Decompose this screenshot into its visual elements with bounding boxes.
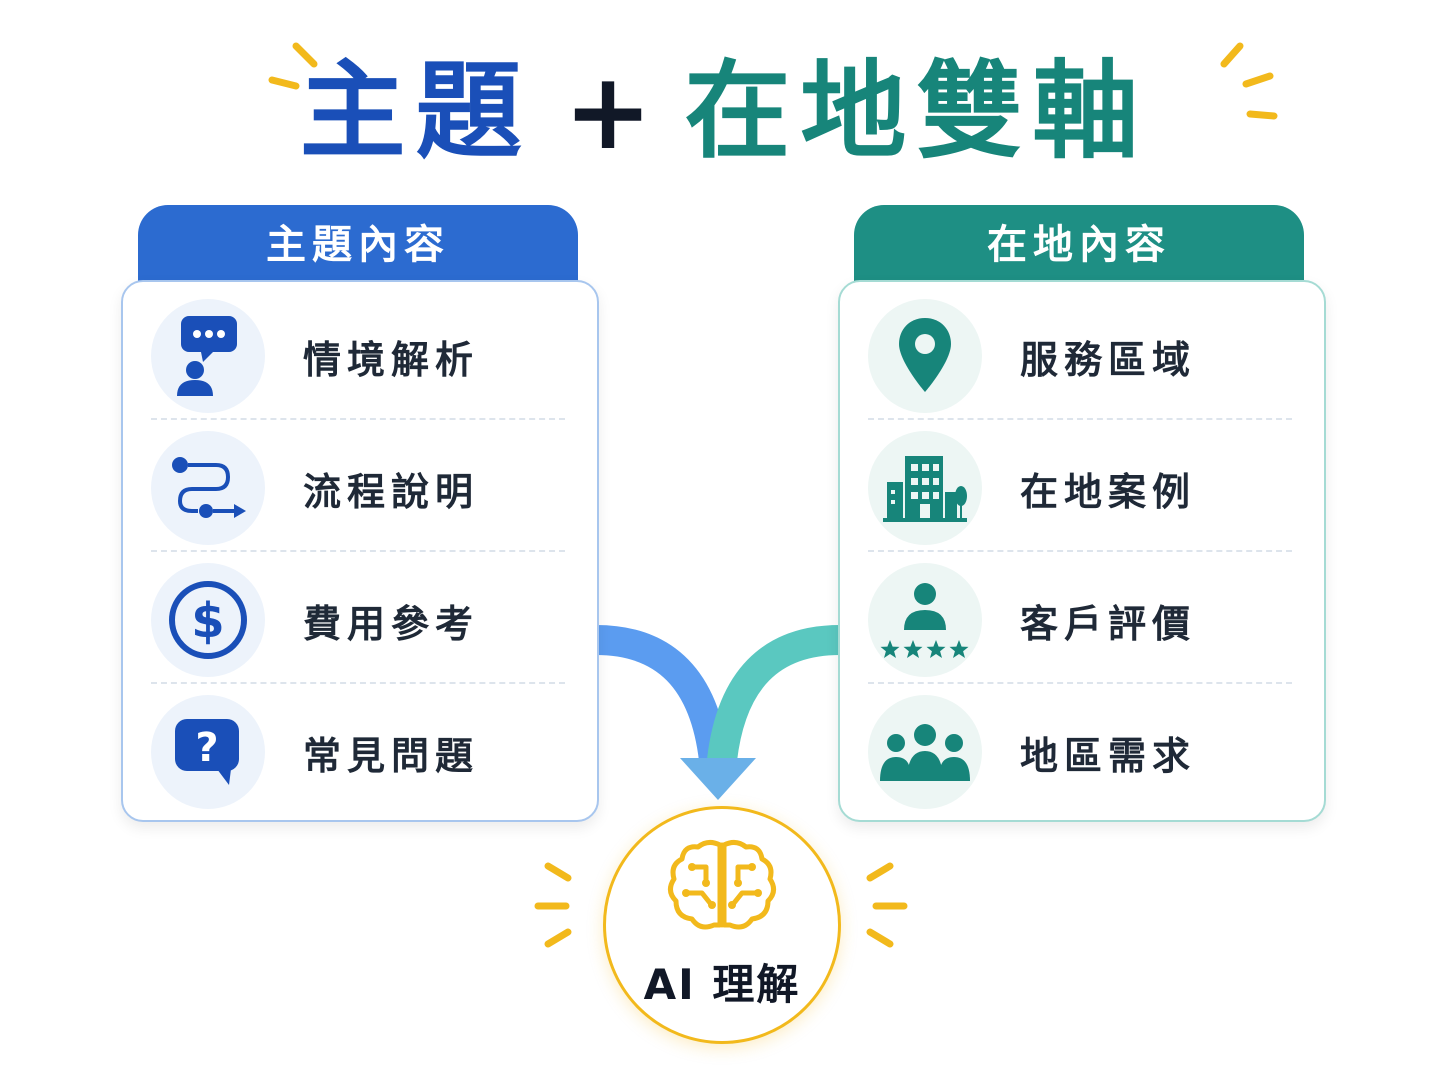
title-plus: + — [563, 50, 653, 173]
list-item-label: 流程說明 — [303, 469, 480, 514]
theme-content-panel: 情境解析 流程說明 $ 費用參考 — [121, 280, 599, 822]
divider — [151, 418, 565, 420]
list-item-label: 常見問題 — [303, 733, 480, 778]
location-pin-icon — [868, 299, 982, 413]
arrow-left-curve — [595, 625, 729, 762]
list-item-label: 情境解析 — [303, 337, 480, 382]
list-item-scenario-analysis: 情境解析 — [151, 290, 565, 422]
brain-circuit-icon — [668, 839, 776, 930]
divider — [868, 418, 1292, 420]
arrow-right-curve — [707, 625, 841, 762]
list-item-regional-needs: 地區需求 — [868, 686, 1292, 818]
process-flow-icon — [151, 431, 265, 545]
question-icon: ? — [151, 695, 265, 809]
title-theme: 主題 — [299, 50, 532, 173]
list-item-label: 費用參考 — [303, 601, 480, 646]
list-item-label: 客戶評價 — [1020, 601, 1197, 646]
ai-understanding-label: AI 理解 — [643, 960, 801, 1009]
group-icon — [868, 695, 982, 809]
list-item-faq: ? 常見問題 — [151, 686, 565, 818]
arrow-head — [680, 758, 756, 800]
ai-understanding-node: AI 理解 — [603, 806, 841, 1044]
divider — [151, 682, 565, 684]
list-item-service-area: 服務區域 — [868, 290, 1292, 422]
list-item-customer-reviews: 客戶評價 — [868, 554, 1292, 686]
list-item-cost-reference: $ 費用參考 — [151, 554, 565, 686]
local-content-header-label: 在地內容 — [987, 222, 1171, 268]
building-icon — [868, 431, 982, 545]
svg-text:$: $ — [191, 593, 224, 649]
list-item-process-explanation: 流程說明 — [151, 422, 565, 554]
list-item-label: 服務區域 — [1020, 337, 1197, 382]
divider — [151, 550, 565, 552]
page-title: 主題 + 在地雙軸 — [0, 52, 1448, 172]
list-item-label: 地區需求 — [1020, 733, 1197, 778]
divider — [868, 550, 1292, 552]
dollar-icon: $ — [151, 563, 265, 677]
title-local-dual-axis: 在地雙軸 — [684, 50, 1149, 173]
local-content-panel: 服務區域 在地案例 — [838, 280, 1326, 822]
divider — [868, 682, 1292, 684]
theme-content-header-label: 主題內容 — [266, 222, 450, 268]
svg-text:?: ? — [195, 725, 218, 771]
list-item-local-cases: 在地案例 — [868, 422, 1292, 554]
list-item-label: 在地案例 — [1020, 469, 1197, 514]
customer-rating-icon — [868, 563, 982, 677]
chat-person-icon — [151, 299, 265, 413]
